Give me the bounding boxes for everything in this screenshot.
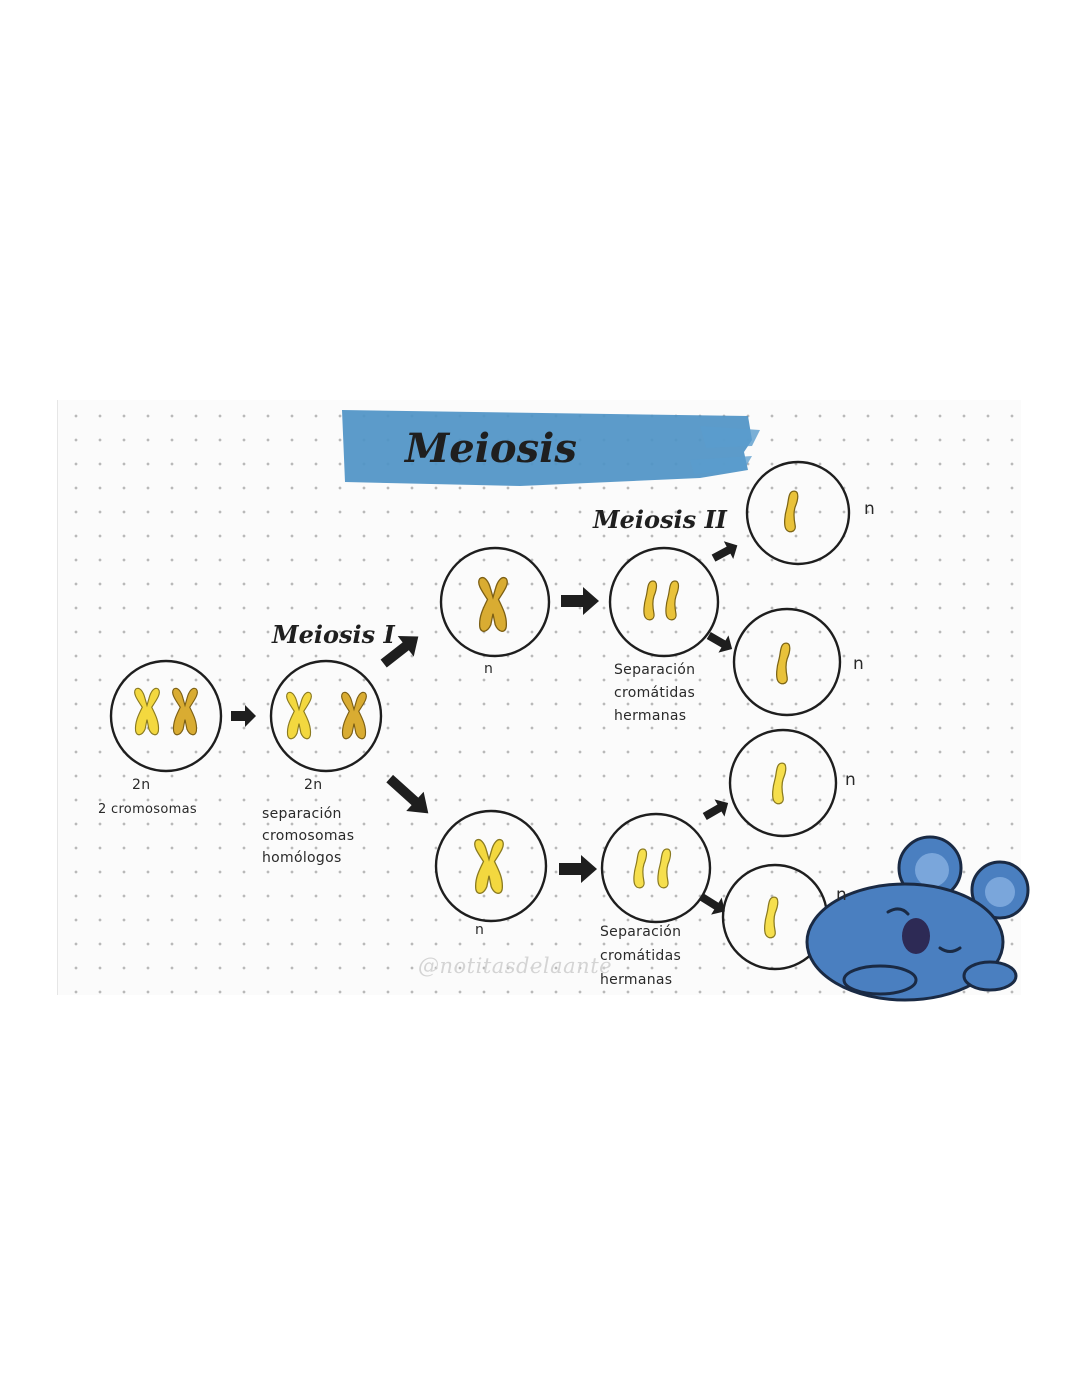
cell-homolog-separation (269, 659, 383, 773)
cell-top-haploid (439, 546, 551, 658)
cell-bottom-haploid (434, 809, 548, 923)
chromatid (665, 580, 680, 621)
cell-caption-line: cromátidas (614, 685, 696, 701)
cell-caption-line: hermanas (600, 972, 673, 988)
cell-caption-line: cromátidas (600, 948, 682, 964)
chromatid (783, 490, 799, 533)
stage-label-meiosis-2: Meiosis II (593, 505, 727, 534)
cell-caption-line: Separación (614, 662, 696, 678)
watermark: @notitasdelaante (418, 954, 613, 978)
chromosome-x-dark (172, 687, 198, 736)
cell-top-sister-separation (608, 546, 720, 658)
ploidy-label: 2n (304, 777, 323, 793)
cell-caption-line: separación (262, 806, 342, 822)
cell-gamete-2 (732, 607, 842, 717)
title-brush (342, 410, 760, 486)
chromatid (771, 762, 787, 805)
cell-caption: 2 cromosomas (98, 802, 197, 817)
cell-bottom-sister-separation (600, 812, 712, 924)
page-title: Meiosis (405, 425, 577, 472)
arrow-down-right (699, 893, 725, 915)
stage-label-meiosis-1: Meiosis I (272, 620, 395, 649)
ploidy-label: 2n (132, 777, 151, 793)
ploidy-label: n (845, 770, 857, 790)
arrows (231, 541, 738, 915)
arrow-up-right (702, 799, 729, 820)
ploidy-label: n (864, 499, 876, 519)
koala-mascot-icon (805, 835, 1030, 1002)
chromosome-x (474, 838, 504, 894)
cells (109, 460, 851, 971)
arrow-right (561, 587, 599, 615)
chromatid (775, 642, 791, 685)
cell-caption-line: Separación (600, 924, 682, 940)
chromosome-x (286, 691, 312, 740)
chromatid (657, 848, 672, 889)
ploidy-label: n (836, 885, 848, 905)
ploidy-label: n (484, 661, 494, 677)
cell-caption-line: hermanas (614, 708, 687, 724)
cell-caption-line: cromosomas (262, 828, 355, 844)
cell-caption-line: homólogos (262, 850, 342, 866)
ploidy-label: n (853, 654, 865, 674)
chromosome-x-dark (478, 576, 508, 632)
arrow-right (231, 705, 256, 727)
dotted-card (57, 400, 1021, 995)
arrow-down-right (386, 774, 429, 814)
chromosome-x-dark (341, 691, 367, 740)
arrow-up-right (380, 636, 419, 668)
cell-gamete-3 (728, 728, 838, 838)
chromosome-x (134, 687, 160, 736)
chromatid (633, 848, 648, 889)
chromatid (643, 580, 658, 621)
arrow-right (559, 855, 597, 883)
arrow-down-right (706, 632, 733, 653)
ploidy-label: n (475, 922, 485, 938)
arrow-up-right (711, 541, 738, 562)
cell-start (109, 659, 223, 773)
chromatid (763, 896, 779, 939)
cell-gamete-1 (745, 460, 851, 566)
